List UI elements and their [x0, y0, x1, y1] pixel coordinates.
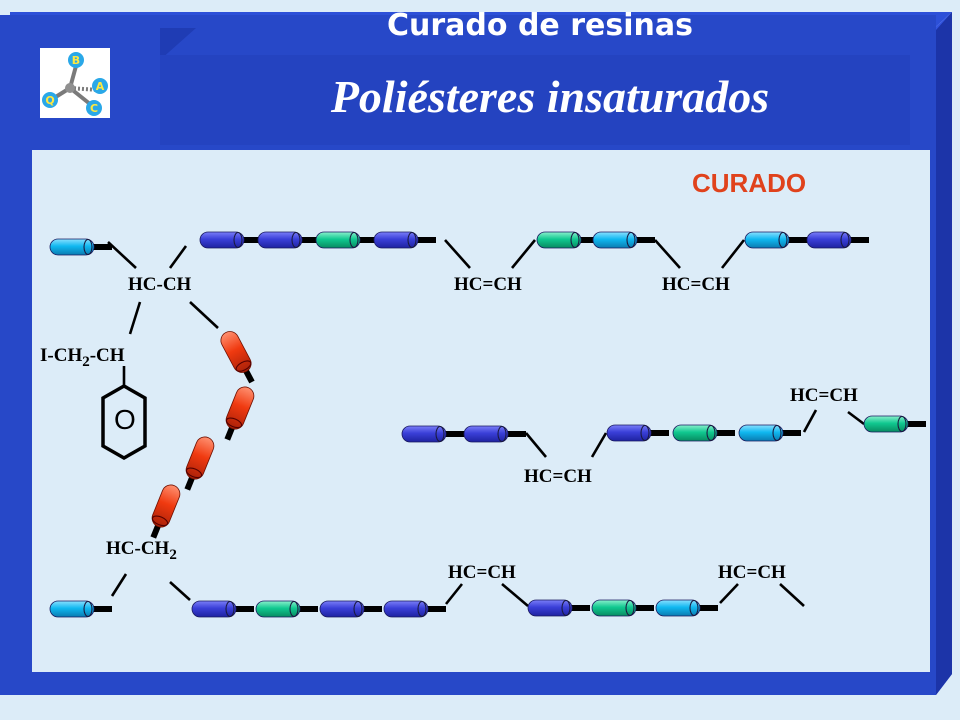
label-hc-eq-ch-3: HC=CH [790, 385, 858, 406]
bond-line [168, 245, 188, 269]
bond-line [169, 581, 191, 601]
slide-subtitle: Poliésteres insaturados [330, 71, 770, 122]
bond-line [847, 410, 865, 426]
benzene-ring [101, 383, 147, 461]
chain-segment [744, 231, 807, 249]
styrene-segment [224, 386, 255, 441]
frame-right-face [936, 12, 952, 695]
label-hc-eq-ch-5: HC=CH [448, 562, 516, 583]
bond-line [719, 583, 739, 604]
bond-lines [107, 239, 865, 607]
chain-segment [401, 425, 464, 443]
chain-segment [315, 231, 378, 249]
bond-line [128, 301, 142, 335]
chain-segment [591, 599, 654, 617]
bond-line [189, 301, 219, 329]
benzene-ring-label: O [114, 404, 136, 435]
chain-segment [373, 231, 436, 249]
chain-segment [527, 599, 590, 617]
bond-line [720, 239, 746, 269]
chain-segment [863, 415, 926, 433]
bond-line [444, 239, 471, 269]
chain-segment [672, 424, 735, 442]
chain-segment [655, 599, 718, 617]
label-hc-eq-ch-2: HC=CH [662, 274, 730, 295]
bond-line [444, 583, 464, 605]
chain-segment [592, 231, 655, 249]
bond-line [525, 432, 547, 458]
bond-line [590, 432, 608, 458]
label-hc-ch2: HC-CH2 [106, 538, 177, 563]
chain-segment [199, 231, 262, 249]
chain-segment [49, 600, 112, 618]
chain-segment [255, 600, 318, 618]
logo-letter-q: Q [45, 94, 54, 107]
logo-letter-b: B [72, 54, 80, 67]
label-hc-eq-ch-6: HC=CH [718, 562, 786, 583]
header-step [160, 28, 196, 60]
logo: B A C Q [40, 48, 110, 118]
chain-segment [606, 424, 669, 442]
bond-line [779, 583, 805, 607]
logo-letter-c: C [90, 102, 98, 115]
chain-segment [383, 600, 446, 618]
styrene-segment [220, 331, 255, 384]
label-hc-eq-ch-1: HC=CH [454, 274, 522, 295]
header-dark-band [160, 55, 910, 145]
chain-segment [536, 231, 599, 249]
bond-line [510, 239, 537, 269]
styrene-crosslink-chain [150, 331, 255, 539]
chain-segment [49, 238, 112, 256]
chain-segment [806, 231, 869, 249]
label-hc-eq-ch-4: HC=CH [524, 466, 592, 487]
styrene-segment [150, 484, 181, 539]
label-i-ch2-ch: I-CH2-CH [40, 345, 125, 370]
bond-line [501, 583, 529, 607]
logo-letter-a: A [96, 80, 105, 93]
bond-line [110, 573, 128, 597]
frame-bottom-shadow [0, 672, 960, 720]
curado-label: CURADO [692, 168, 807, 198]
chain-segment [191, 600, 254, 618]
slide-title: Curado de resinas [387, 8, 693, 43]
label-hc-ch-top: HC-CH [128, 274, 192, 295]
chain-segment [463, 425, 526, 443]
bond-line [654, 239, 681, 269]
chain-segment [257, 231, 320, 249]
bond-line [802, 409, 818, 433]
chain-segment [319, 600, 382, 618]
bond-line [107, 241, 137, 269]
polymer-chains [49, 231, 926, 618]
chain-segment [738, 424, 801, 442]
styrene-segment [184, 436, 215, 491]
